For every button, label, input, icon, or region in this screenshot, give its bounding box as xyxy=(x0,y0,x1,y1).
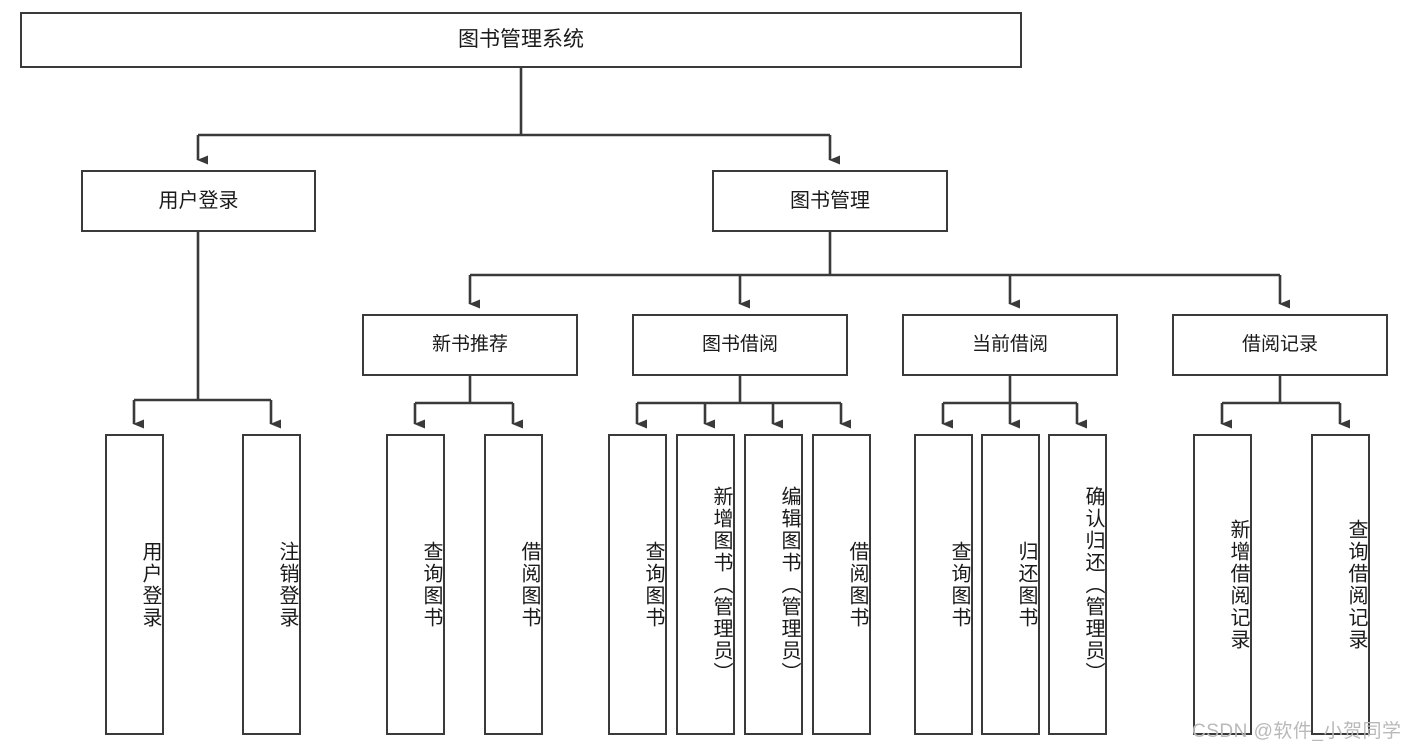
node-leaf-add-record-label: 新增借阅记录 xyxy=(1227,518,1249,651)
node-root-label: 图书管理系统 xyxy=(458,27,584,51)
node-current-borrow-label: 当前借阅 xyxy=(971,334,1048,356)
node-borrow-record-label: 借阅记录 xyxy=(1241,334,1318,356)
node-leaf-logout-label: 注销登录 xyxy=(276,540,298,629)
node-leaf-user-login[interactable]: 用户登录 xyxy=(105,434,164,735)
node-leaf-confirm-return-label: 确认归还（管理员） xyxy=(1082,485,1104,684)
node-leaf-add-record[interactable]: 新增借阅记录 xyxy=(1193,434,1252,735)
node-leaf-query-record[interactable]: 查询借阅记录 xyxy=(1311,434,1370,735)
node-book-manage-label: 图书管理 xyxy=(790,189,870,212)
node-leaf-query-book-3-label: 查询图书 xyxy=(948,540,970,629)
node-leaf-query-book-2[interactable]: 查询图书 xyxy=(608,434,667,735)
node-leaf-logout[interactable]: 注销登录 xyxy=(242,434,301,735)
node-leaf-query-record-label: 查询借阅记录 xyxy=(1345,518,1367,651)
node-user-login-label: 用户登录 xyxy=(158,189,239,212)
node-leaf-borrow-book-2-label: 借阅图书 xyxy=(846,540,868,629)
node-new-book-rec-label: 新书推荐 xyxy=(431,334,508,356)
watermark: CSDN @软件_小贺同学 xyxy=(1192,721,1402,742)
node-leaf-edit-book[interactable]: 编辑图书（管理员） xyxy=(744,434,803,735)
node-book-borrow[interactable]: 图书借阅 xyxy=(632,314,848,376)
node-book-manage[interactable]: 图书管理 xyxy=(712,170,948,232)
node-user-login[interactable]: 用户登录 xyxy=(81,170,316,232)
node-book-borrow-label: 图书借阅 xyxy=(701,334,778,356)
node-leaf-add-book[interactable]: 新增图书（管理员） xyxy=(676,434,735,735)
node-leaf-return-book[interactable]: 归还图书 xyxy=(981,434,1040,735)
node-new-book-rec[interactable]: 新书推荐 xyxy=(362,314,578,376)
node-leaf-return-book-label: 归还图书 xyxy=(1015,540,1037,629)
node-leaf-confirm-return[interactable]: 确认归还（管理员） xyxy=(1048,434,1107,735)
node-leaf-borrow-book-1-label: 借阅图书 xyxy=(518,540,540,629)
node-leaf-query-book-2-label: 查询图书 xyxy=(642,540,664,629)
node-borrow-record[interactable]: 借阅记录 xyxy=(1172,314,1388,376)
node-current-borrow[interactable]: 当前借阅 xyxy=(902,314,1118,376)
node-leaf-query-book-1[interactable]: 查询图书 xyxy=(386,434,445,735)
node-leaf-query-book-3[interactable]: 查询图书 xyxy=(914,434,973,735)
node-leaf-borrow-book-2[interactable]: 借阅图书 xyxy=(812,434,871,735)
node-leaf-add-book-label: 新增图书（管理员） xyxy=(710,485,732,684)
node-root[interactable]: 图书管理系统 xyxy=(20,12,1022,68)
node-leaf-borrow-book-1[interactable]: 借阅图书 xyxy=(484,434,543,735)
node-leaf-query-book-1-label: 查询图书 xyxy=(420,540,442,629)
node-leaf-edit-book-label: 编辑图书（管理员） xyxy=(778,485,800,684)
node-leaf-user-login-label: 用户登录 xyxy=(139,540,161,629)
